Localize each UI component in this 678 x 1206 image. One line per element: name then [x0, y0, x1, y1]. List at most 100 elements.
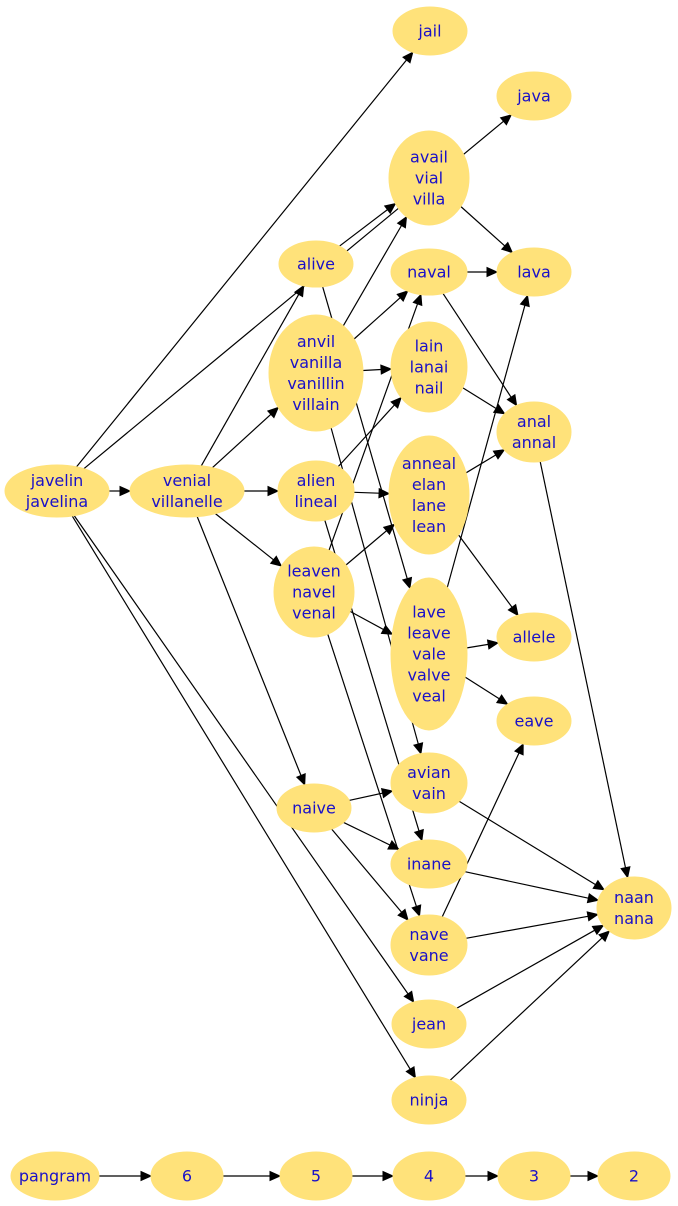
arrowhead	[382, 523, 396, 536]
node-ellipse	[496, 71, 572, 121]
node-label: venial	[163, 471, 211, 490]
node-n3: 3	[497, 1151, 571, 1201]
edge-line	[331, 828, 403, 913]
node-allele: allele	[496, 612, 572, 662]
edge-n5-to-n4	[352, 1170, 395, 1182]
edge-leaven-to-lave	[349, 610, 394, 635]
edge-javelin-to-ninja	[71, 515, 417, 1079]
arrowhead	[119, 485, 132, 497]
arrowhead	[380, 624, 394, 635]
node-label: leave	[407, 624, 450, 643]
node-ellipse	[278, 240, 354, 288]
edge-avian-to-naan	[458, 800, 606, 891]
node-label: inane	[407, 855, 451, 874]
edge-venial-to-anvil	[211, 406, 280, 469]
edge-line	[362, 368, 382, 372]
edge-line	[464, 871, 589, 899]
arrowhead	[412, 293, 423, 307]
edge-anvil-to-naval	[353, 290, 409, 340]
edge-alive-to-avail	[339, 202, 397, 247]
edge-line	[442, 293, 512, 398]
edge-line	[349, 610, 384, 631]
node-label: ninja	[410, 1091, 449, 1110]
edge-javelin-to-jean	[73, 515, 415, 1004]
edge-n6-to-n5	[223, 1170, 282, 1182]
arrowhead	[267, 485, 280, 497]
node-label: leaven	[287, 562, 341, 581]
node-ellipse	[10, 1151, 100, 1201]
edge-lave-to-allele	[466, 639, 500, 650]
arrowhead	[402, 51, 414, 64]
arrowhead	[495, 694, 509, 705]
node-ellipse	[391, 1075, 467, 1125]
arrowhead	[413, 742, 424, 755]
edge-line	[337, 404, 395, 468]
node-pangram: pangram	[10, 1151, 100, 1201]
edge-venial-to-alive	[200, 284, 305, 467]
edge-line	[343, 821, 391, 846]
node-ellipse	[496, 696, 572, 746]
arrowhead	[397, 908, 409, 921]
node-label: alive	[297, 255, 335, 274]
arrowhead	[591, 924, 605, 936]
edge-javelin-to-venial	[109, 485, 132, 497]
node-label: vale	[412, 645, 446, 664]
node-ellipse	[276, 783, 352, 833]
edge-line	[353, 297, 401, 340]
edge-venial-to-leaven	[215, 513, 283, 567]
arrowhead	[266, 406, 280, 419]
arrowhead	[401, 576, 413, 590]
node-label: anvil	[297, 332, 335, 351]
node-label: villanelle	[151, 492, 222, 511]
nodes-layer: javelinjavelinavenialvillanellejailjavaa…	[4, 6, 672, 1201]
edge-lave-to-lava	[446, 294, 530, 588]
edge-line	[71, 515, 411, 1070]
arrowhead	[487, 1170, 500, 1182]
arrowhead	[405, 1065, 417, 1079]
node-label: nave	[409, 925, 448, 944]
arrowhead	[486, 266, 499, 278]
node-label: lanai	[410, 358, 449, 377]
edge-inane-to-naan	[464, 871, 600, 904]
edge-naive-to-nave	[331, 828, 409, 921]
edge-line	[466, 643, 489, 649]
edge-nave-to-naan	[465, 911, 600, 939]
arrowhead	[269, 1170, 282, 1182]
edge-line	[441, 752, 520, 918]
node-alive: alive	[278, 240, 354, 288]
node-label: venal	[292, 604, 336, 623]
edge-venial-to-alien	[244, 485, 280, 497]
edge-anal-to-naan	[539, 461, 631, 879]
node-ellipse	[390, 577, 468, 731]
node-eave: eave	[496, 696, 572, 746]
edge-javelin-to-jail	[76, 51, 414, 468]
node-ninja: ninja	[391, 1075, 467, 1125]
edge-line	[458, 800, 596, 886]
arrowhead	[492, 449, 506, 460]
edge-line	[342, 225, 403, 327]
edge-venial-to-naive	[196, 516, 306, 786]
arrowhead	[500, 241, 514, 254]
node-label: 2	[629, 1167, 639, 1186]
node-venial: venial villanelle	[129, 464, 245, 518]
arrowhead	[387, 839, 400, 850]
node-ellipse	[596, 876, 672, 940]
node-label: villain	[292, 395, 339, 414]
node-label: jail	[417, 22, 441, 41]
edge-line	[465, 915, 589, 939]
node-label: lain	[415, 337, 444, 356]
edge-alien-to-lain	[337, 396, 402, 468]
node-label: anal	[517, 412, 551, 431]
arrowhead	[586, 892, 600, 904]
node-label: villa	[413, 190, 446, 209]
node-ellipse	[496, 612, 572, 662]
edge-n3-to-n2	[570, 1170, 600, 1182]
node-label: veal	[412, 687, 446, 706]
arrowhead	[513, 742, 524, 756]
